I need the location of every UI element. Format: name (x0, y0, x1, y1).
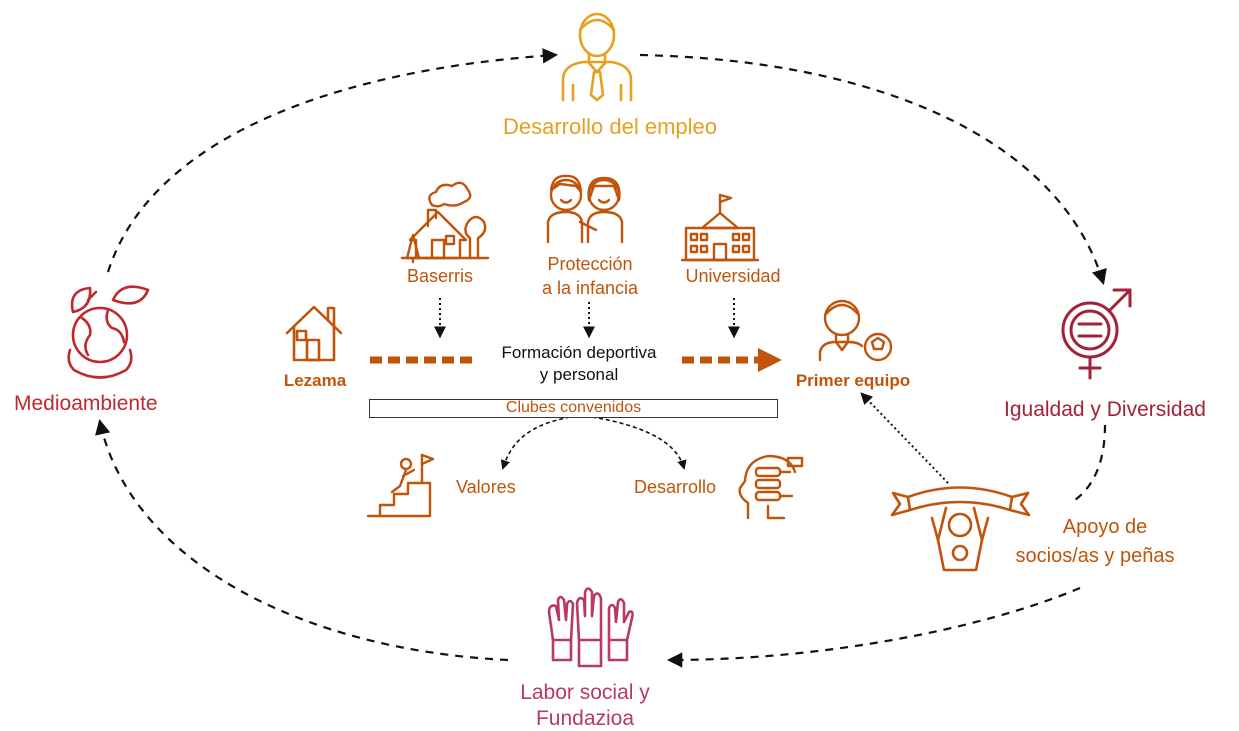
fans-label-line1: Apoyo de (1062, 516, 1148, 538)
university-label: Universidad (685, 266, 781, 286)
training-label-line2: y personal (539, 365, 619, 384)
loop-arrow-equality-to-fans (1074, 424, 1107, 501)
arrow-fans-to-first-team (860, 392, 949, 484)
gender-equality-icon (1061, 288, 1132, 380)
fan-scarf-icon (890, 486, 1031, 572)
farmhouse-icon (400, 181, 490, 264)
baserris-label: Baserris (406, 266, 473, 286)
loop-arrow-env-to-employment (106, 48, 559, 273)
loop-arrow-fans-to-social (666, 586, 1081, 668)
children-icon (546, 174, 624, 244)
businessman-icon (561, 12, 633, 102)
pipeline-arrowhead (758, 348, 782, 372)
head-gears-icon (738, 454, 804, 520)
arrow-to-values (500, 416, 571, 470)
fans-label-line2: socios/as y peñas (1015, 545, 1175, 567)
childhood-label-line2: a la infancia (541, 278, 639, 298)
values-label: Valores (456, 477, 516, 497)
loop-arrow-social-to-env (95, 418, 509, 662)
arrow-to-development (591, 416, 687, 470)
social-label-line2: Fundazioa (535, 707, 635, 730)
childhood-label-line1: Protección (547, 254, 633, 274)
loop-arrow-employment-to-equality (639, 53, 1107, 285)
first-team-label: Primer equipo (795, 371, 911, 390)
football-player-icon (818, 299, 893, 362)
university-icon (680, 193, 760, 262)
raised-hands-icon (547, 587, 634, 668)
clubs-box (369, 399, 778, 418)
equality-label: Igualdad y Diversidad (1004, 398, 1206, 421)
environment-label: Medioambiente (14, 392, 158, 415)
development-label: Desarrollo (634, 477, 717, 497)
employment-label: Desarrollo del empleo (503, 114, 717, 139)
training-label-line1: Formación deportiva (501, 343, 657, 362)
earth-leaves-icon (67, 285, 150, 379)
social-label-line1: Labor social y (520, 681, 650, 704)
lezama-label: Lezama (283, 371, 347, 390)
house-icon (285, 305, 343, 362)
climb-goal-icon (366, 453, 435, 518)
clubs-label: Clubes convenidos (505, 399, 642, 416)
